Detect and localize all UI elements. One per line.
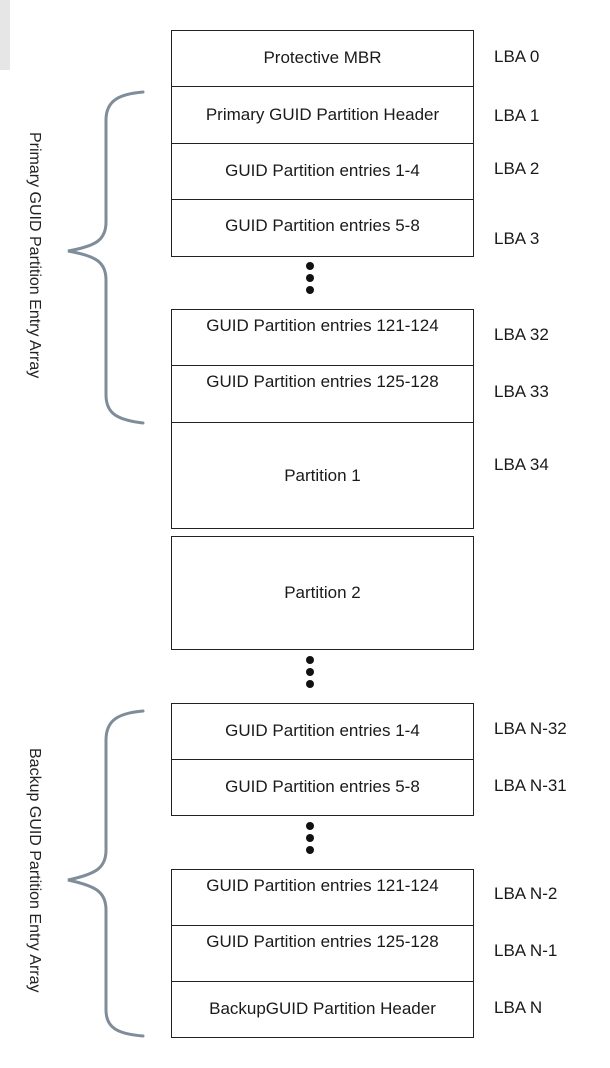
block-backup-header: BackupGUID Partition Header: [171, 981, 474, 1038]
lba-label: LBA 34: [494, 455, 549, 474]
dot: [306, 262, 314, 270]
block-backup-entries-125-128: GUID Partition entries 125-128: [171, 925, 474, 982]
lba-label: LBA 1: [494, 106, 540, 125]
dot: [306, 846, 314, 854]
dot: [306, 668, 314, 676]
backup-array-label: Backup GUID Partition Entry Array: [26, 747, 43, 993]
block-primary-entries-125-128: GUID Partition entries 125-128: [171, 365, 474, 423]
lba-label: LBA N-2: [494, 884, 558, 903]
lba-label: LBA N-1: [494, 941, 558, 960]
dot: [306, 656, 314, 664]
block-partition-1: Partition 1: [171, 422, 474, 529]
primary-brace: [67, 90, 145, 425]
block-protective-mbr: Protective MBR: [171, 30, 474, 87]
lba-label: LBA 3: [494, 229, 540, 248]
lba-label: LBA 0: [494, 47, 540, 66]
ellipsis-3: [306, 822, 316, 858]
block-primary-entries-121-124: GUID Partition entries 121-124: [171, 309, 474, 366]
primary-array-label: Primary GUID Partition Entry Array: [26, 131, 43, 379]
dot: [306, 274, 314, 282]
lba-label: LBA 2: [494, 159, 540, 178]
dot: [306, 834, 314, 842]
block-backup-entries-5-8: GUID Partition entries 5-8: [171, 759, 474, 816]
dot: [306, 286, 314, 294]
block-primary-entries-1-4: GUID Partition entries 1-4: [171, 143, 474, 200]
lba-label: LBA 32: [494, 325, 549, 344]
block-backup-entries-121-124: GUID Partition entries 121-124: [171, 869, 474, 926]
lba-label: LBA 33: [494, 382, 549, 401]
lba-label: LBA N: [494, 998, 543, 1017]
lba-label: LBA N-32: [494, 719, 567, 738]
lba-label: LBA N-31: [494, 776, 567, 795]
ellipsis-2: [306, 656, 316, 692]
block-partition-2: Partition 2: [171, 536, 474, 650]
block-backup-entries-1-4: GUID Partition entries 1-4: [171, 703, 474, 760]
block-primary-header: Primary GUID Partition Header: [171, 86, 474, 144]
backup-brace: [67, 709, 145, 1038]
dot: [306, 680, 314, 688]
ellipsis-1: [306, 262, 316, 298]
dot: [306, 822, 314, 830]
corner-tab: [0, 0, 10, 70]
block-primary-entries-5-8: GUID Partition entries 5-8: [171, 199, 474, 257]
